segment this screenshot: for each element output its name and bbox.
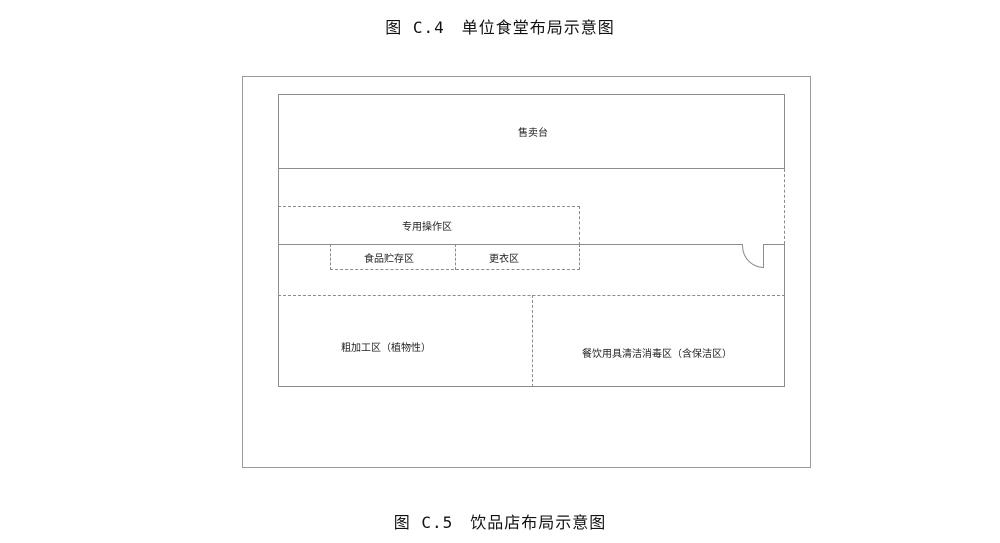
figure-caption-c5: 图 C.5 饮品店布局示意图: [393, 513, 607, 532]
label-food-storage: 食品贮存区: [364, 254, 414, 265]
corridor-boundary-line-end: [764, 244, 785, 245]
right-opening-dashed: [784, 169, 785, 244]
storage-changing-divider: [455, 244, 456, 270]
label-changing-room: 更衣区: [489, 254, 519, 265]
door-leaf-line: [763, 244, 764, 268]
figure-frame: [242, 76, 811, 468]
label-rough-processing: 粗加工区（植物性）: [341, 343, 431, 354]
counter-divider-line: [278, 168, 785, 169]
label-special-operation: 专用操作区: [402, 222, 452, 233]
figure-caption-c4: 图 C.4 单位食堂布局示意图: [385, 18, 615, 37]
label-sales-counter: 售卖台: [518, 128, 548, 139]
lower-zone-split: [532, 295, 533, 387]
label-tableware-cleaning: 餐饮用具清洁消毒区（含保洁区）: [582, 349, 732, 360]
special-operation-area-box: [278, 206, 580, 245]
lower-zone-divider: [278, 295, 785, 296]
